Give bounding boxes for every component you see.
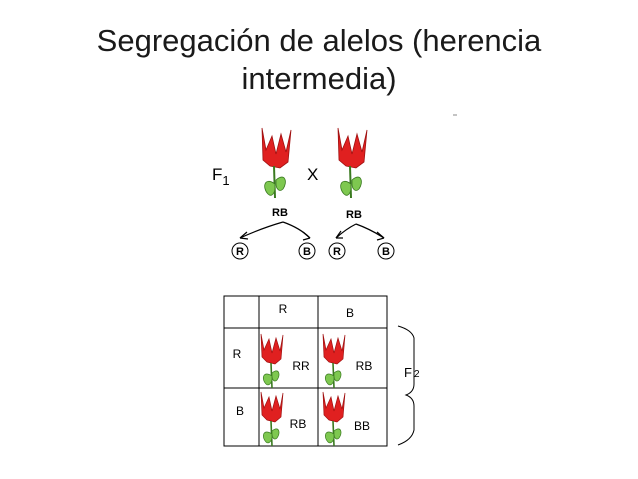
cell-bb: BB — [354, 419, 370, 433]
slide-title: Segregación de alelos (herencia intermed… — [0, 22, 638, 98]
col-header-r: R — [279, 302, 288, 316]
svg-text:R: R — [236, 246, 244, 258]
cell-rb-bottom: RB — [290, 417, 307, 431]
parent-right-genotype: RB — [346, 209, 362, 221]
offspring-flower-rb-bottom — [260, 391, 284, 447]
gamete-b-left: B — [298, 242, 316, 260]
offspring-flower-bb — [322, 391, 346, 447]
gamete-b-right: B — [377, 242, 395, 260]
title-line-2: intermedia) — [241, 61, 397, 96]
svg-text:B: B — [303, 246, 311, 258]
parent-flower-left — [261, 127, 292, 199]
gamete-r-right: R — [328, 242, 346, 260]
svg-text:R: R — [333, 246, 341, 258]
svg-text:B: B — [382, 246, 390, 258]
segregation-arrows — [239, 221, 385, 241]
offspring-flower-rb-top — [322, 333, 346, 389]
gamete-r-left: R — [231, 242, 249, 260]
col-header-b: B — [346, 306, 354, 320]
title-line-1: Segregación de alelos (herencia — [96, 23, 542, 58]
f1-label: F1 — [212, 165, 230, 188]
parent-flower-right — [337, 127, 368, 199]
punnett-square — [223, 295, 388, 447]
cell-rb-top: RB — [356, 359, 373, 373]
cell-rr: RR — [292, 359, 310, 373]
cross-symbol: X — [307, 165, 318, 184]
row-header-b: B — [236, 404, 244, 418]
f2-bracket — [397, 325, 415, 446]
parent-left-genotype: RB — [272, 207, 288, 219]
offspring-flower-rr — [260, 333, 284, 389]
row-header-r: R — [233, 347, 242, 361]
